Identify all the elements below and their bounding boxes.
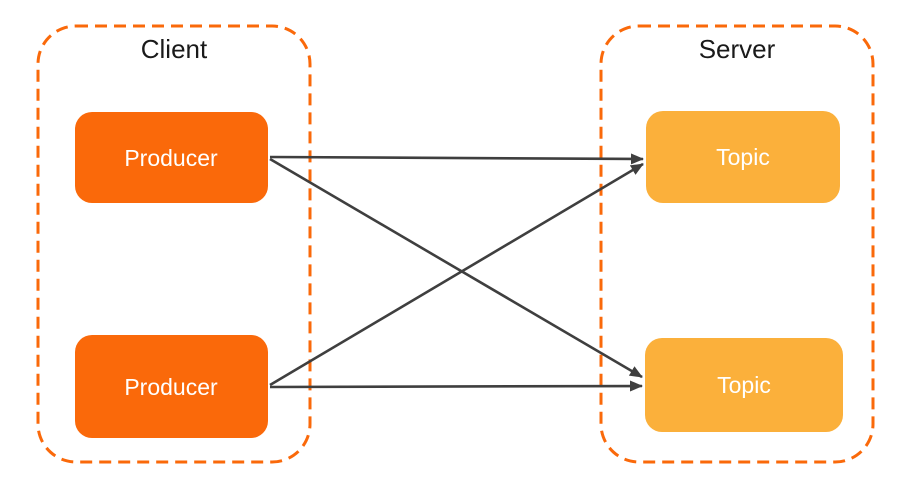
server-title: Server xyxy=(699,34,776,64)
edge-producer1-topic1 xyxy=(269,153,644,165)
node-topic-2-label: Topic xyxy=(717,372,771,398)
node-topic-1 xyxy=(646,111,840,203)
edge-producer1-topic2 xyxy=(269,157,643,379)
node-producer-1 xyxy=(75,112,268,203)
node-producer-2 xyxy=(75,335,268,438)
node-topic-1-label: Topic xyxy=(716,144,770,170)
server-container xyxy=(599,24,875,464)
node-producer-2-label: Producer xyxy=(124,374,218,400)
edge-producer2-topic1 xyxy=(269,162,644,387)
client-title: Client xyxy=(141,34,208,64)
node-producer-1-label: Producer xyxy=(124,145,218,171)
client-container xyxy=(36,24,312,464)
edge-producer2-topic2 xyxy=(269,380,643,392)
node-topic-2 xyxy=(645,338,843,432)
